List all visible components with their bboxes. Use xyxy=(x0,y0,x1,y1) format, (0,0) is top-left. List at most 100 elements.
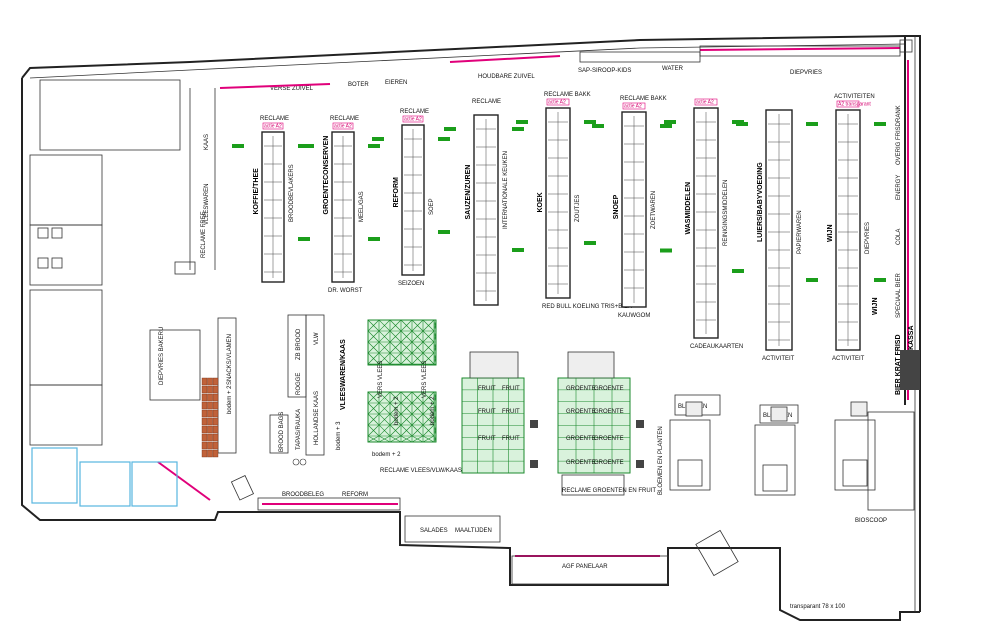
label-overig-frisdrank: OVERIG FRISDRANK xyxy=(896,105,902,165)
label-vlw: VLW xyxy=(314,332,320,345)
vers-vlees-table: VERS VLEES VERS VLEES bodem + 2 bodem + … xyxy=(367,319,462,474)
label-rogge: ROGGE xyxy=(296,373,302,395)
bread-shelf xyxy=(212,393,219,402)
aisle-bottom-label: SEIZOEN xyxy=(398,281,424,287)
flyer-tag xyxy=(372,137,384,141)
label-groente-7: GROENTE xyxy=(566,460,596,466)
bread-shelf xyxy=(212,433,219,442)
bread-shelf xyxy=(207,393,213,402)
label-broodbeleg: BROODBELEG xyxy=(282,492,324,498)
checkout-counter xyxy=(754,424,796,496)
aisle-right-label: PAPIERWAREN xyxy=(797,210,803,254)
aisle-right-label: ZOETWAREN xyxy=(651,191,657,229)
bread-shelf xyxy=(212,377,219,386)
left-wall-labels: KAAS VLEESWAREN RECLAME FREE DIEPVRIES B… xyxy=(149,134,210,401)
bread-shelf xyxy=(207,385,213,394)
flyer-tag xyxy=(438,137,450,141)
label-sap-siroop-kids: SAP-SIROOP-KIDS xyxy=(578,68,631,74)
flyer-tag xyxy=(806,122,818,126)
label-water: WATER xyxy=(662,66,684,72)
aisle-right-label: REINIGINGSMIDDELEN xyxy=(723,180,729,246)
aisle-action-tag: A2 transparant xyxy=(838,102,871,108)
bread-shelf xyxy=(207,441,213,450)
label-reclame-vlees: RECLAME VLEES/VLW/KAAS xyxy=(380,468,462,474)
bloemen-area: BLOEMEN EN PLANTEN BLOEMEN BLOEMEN KASSA xyxy=(658,325,915,511)
label-groente-2: GROENTE xyxy=(594,386,624,392)
label-tapas: TAPAS/RAUKA xyxy=(296,409,302,450)
bread-shelf xyxy=(201,417,208,426)
aisle-left-label: SNOEP xyxy=(613,194,620,219)
label-groente-4: GROENTE xyxy=(594,409,624,415)
label-energy: ENERGY xyxy=(896,175,902,200)
label-transparant: transparant 78 x 100 xyxy=(790,604,846,610)
bread-shelf xyxy=(212,425,219,434)
flyer-tag xyxy=(874,278,886,282)
label-reform-bottom: REFORM xyxy=(342,492,368,498)
bread-shelf xyxy=(212,441,219,450)
label-maaltijden: MAALTIJDEN xyxy=(455,528,492,534)
label-cola: COLA xyxy=(896,229,902,245)
label-groente-1: GROENTE xyxy=(566,386,596,392)
aisle-action-tag: actie A2 xyxy=(696,100,714,106)
aisle-right-label: INTERNATIONALE KEUKEN xyxy=(503,151,509,229)
aisle-left-label: KOEK xyxy=(537,192,544,212)
label-vleeswaren-kaas: VLEESWAREN/KAAS xyxy=(340,339,347,410)
wall-shelf-markings xyxy=(157,45,909,557)
aisle-action-tag: actie A2 xyxy=(624,104,642,110)
label-agf-panelaar: AGF PANELAAR xyxy=(562,564,608,570)
bread-shelf xyxy=(207,401,213,410)
label-eieren: EIEREN xyxy=(385,80,407,86)
aisle-top-label: RECLAME BAKK xyxy=(544,92,591,98)
aisle-left-label: LUIERS/BABYVOEDING xyxy=(757,162,764,242)
aisle-action-tag: actie A2 xyxy=(264,124,282,130)
bottom-area: SALADES MAALTIJDEN AGF PANELAAR transpar… xyxy=(404,515,887,610)
flyer-tag xyxy=(438,230,450,234)
flyer-tag xyxy=(302,144,314,148)
label-bier-krat-frisd: BIER KRAT FRISD xyxy=(895,334,902,395)
aisle-right-label: MEEL/GAS xyxy=(359,191,365,222)
flyer-tag xyxy=(584,241,596,245)
aisle-bottom-label: ACTIVITEIT xyxy=(762,356,795,362)
service-counter xyxy=(867,411,915,511)
aisle-left-label: GROENTECONSERVEN xyxy=(323,136,330,215)
flyer-tag xyxy=(806,278,818,282)
label-fruit-3: FRUIT xyxy=(478,409,496,415)
aisle-left-label: REFORM xyxy=(393,177,400,208)
flyer-tag xyxy=(664,120,676,124)
right-wall-labels: OVERIG FRISDRANK ENERGY COLA SPECIAAL BI… xyxy=(872,105,920,395)
label-bodem3: bodem + 3 xyxy=(336,421,342,450)
flyer-tag xyxy=(732,269,744,273)
aisle-bottom-label: RED BULL KOELING TRIS+BIER xyxy=(542,304,633,310)
flyer-tag xyxy=(584,120,596,124)
label-bodem2-c: bodem + 2 xyxy=(430,396,436,425)
label-fruit-5: FRUIT xyxy=(478,436,496,442)
aisle-top-label: RECLAME xyxy=(400,109,429,115)
aisle-right-label: ZOUTJES xyxy=(575,195,581,222)
aisle-top-label: RECLAME BAKK xyxy=(620,96,667,102)
label-bodem2-d: bodem + 2 xyxy=(372,452,401,458)
label-groente-8: GROENTE xyxy=(594,460,624,466)
bread-shelf xyxy=(207,449,213,458)
flyer-tag xyxy=(660,124,672,128)
bread-shelf xyxy=(212,401,219,410)
bread-shelf xyxy=(201,449,208,458)
label-hollandse-kaas: HOLLANDSE KAAS xyxy=(314,391,320,445)
produce-tables: FRUIT FRUIT FRUIT FRUIT FRUIT FRUIT GROE… xyxy=(461,351,656,496)
bread-shelf xyxy=(212,385,219,394)
aisle-bottom-label: KAUWGOM xyxy=(618,313,650,319)
bread-shelf xyxy=(201,393,208,402)
label-fruit-6: FRUIT xyxy=(502,436,520,442)
label-fruit-1: FRUIT xyxy=(478,386,496,392)
label-vers-vlees-b: VERS VLEES xyxy=(422,361,428,398)
flyer-tag xyxy=(736,122,748,126)
flyer-tag xyxy=(232,144,244,148)
bread-shelf xyxy=(201,377,208,386)
label-speciaal-bier: SPECIAAL BIER xyxy=(896,273,902,318)
bread-area: SNACKS/VLAMEN bodem + 2 BROOD BAGS ZB BR… xyxy=(201,314,401,511)
aisle-left-label: WASMIDDELEN xyxy=(685,182,692,235)
